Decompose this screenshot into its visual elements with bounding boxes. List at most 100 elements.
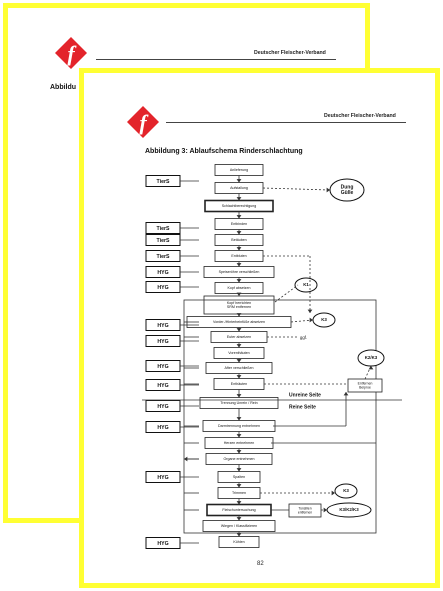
process-step-label: Herzen entnehmen (224, 441, 255, 445)
arrow-head (236, 215, 242, 219)
page-title: Abbildung 3: Ablaufschema Rinderschlacht… (145, 148, 303, 155)
side-process-label: Beiproe (359, 385, 371, 389)
control-point-oval (294, 277, 318, 293)
control-point-label: K3/K2/K3 (339, 507, 359, 512)
process-step-label: Trennung Unrein / Rein (220, 401, 257, 405)
zone-label-unclean: Unreine Seite (289, 392, 321, 398)
process-step-label: After verschließen (225, 366, 254, 370)
zone-label-clean: Reine Seite (289, 404, 316, 410)
arrow-head (368, 366, 374, 370)
svg-text:f: f (67, 41, 77, 66)
arrow-head (236, 434, 242, 438)
process-step-label: Fleischuntersuchung (222, 508, 255, 512)
arrow-head (307, 309, 313, 313)
process-step-label: Entbluten (231, 254, 246, 258)
slaughter-flow-diagram: AnlieferungAufstallungSchlachtberechtigu… (142, 164, 402, 549)
side-process-box (288, 503, 322, 518)
process-step-label: Trimmen (232, 491, 246, 495)
hazard-tag-label: HYG (157, 323, 168, 329)
page-header: Deutscher Fleischer-Verband (254, 50, 326, 56)
fleischer-logo-icon: f (127, 106, 159, 138)
hazard-tag-label: HYG (157, 383, 168, 389)
side-process-label: entfernen (298, 510, 312, 514)
process-step-label: Betäuben (231, 238, 246, 242)
header-rule (96, 59, 336, 60)
dashed-connector (262, 187, 331, 191)
fleischer-logo-icon: f (55, 37, 87, 69)
arrow-head (236, 197, 242, 201)
process-step-label: Vorder-/Hinterbeinfüße absetzen (213, 320, 265, 324)
arrow-head (309, 317, 313, 323)
side-process-label: Entfernen (358, 382, 373, 386)
page-title-fragment: Abbildu (50, 84, 77, 91)
hazard-tag-label: HYG (157, 270, 168, 276)
arrow-head (236, 517, 242, 521)
arrow-head (236, 450, 242, 454)
header-rule (166, 122, 406, 123)
arrow-head (323, 507, 327, 513)
arrow-head (331, 490, 335, 496)
hazard-tag-label: HYG (157, 364, 168, 370)
process-step-label: Schlachtberechtigung (222, 204, 257, 208)
control-point-oval (334, 483, 358, 499)
control-point-label: K3 (343, 488, 349, 493)
arrow-head (236, 179, 242, 183)
page-number: 82 (257, 561, 264, 567)
process-step-label: Kühlen (233, 540, 244, 544)
arrow-head (236, 344, 242, 348)
process-step-label: Kopf herrichten (227, 301, 251, 305)
arrow-head (236, 501, 242, 505)
hazard-tag-label: HYG (157, 475, 168, 481)
hazard-tag-label: HYG (157, 541, 168, 547)
arrow-head (184, 456, 188, 462)
control-point-label: Dung (341, 185, 354, 191)
arrow-head (236, 279, 242, 283)
arrow-head (236, 313, 242, 317)
arrow-head (236, 533, 242, 537)
arrow-head (236, 247, 242, 251)
arrow-head (236, 231, 242, 235)
process-step-label: Organe entnehmen (224, 457, 255, 461)
hazard-tag-label: TierS (157, 238, 170, 244)
arrow-head (236, 417, 242, 421)
process-step-label: Anlieferung (230, 168, 248, 172)
hazard-tag-label: HYG (157, 425, 168, 431)
arrow-head (343, 392, 349, 396)
svg-text:f: f (139, 110, 149, 135)
page-header: Deutscher Fleischer-Verband (324, 113, 396, 119)
arrow-head (236, 468, 242, 472)
process-step-label: Wiegen / Klassifizieren (221, 524, 257, 528)
arrow-head (236, 484, 242, 488)
arrow-head (236, 394, 242, 398)
hazard-tag-label: HYG (157, 404, 168, 410)
hazard-tag-label: HYG (157, 285, 168, 291)
arrow-head (236, 375, 242, 379)
process-step-label: Aufstallung (230, 186, 248, 190)
process-step-label: SRM entfernen (227, 305, 251, 309)
arrow-head (326, 187, 330, 193)
control-point-label: K3 (321, 317, 327, 322)
hazard-tag-label: HYG (157, 339, 168, 345)
process-step-label: Kopf absetzen (228, 286, 251, 290)
arrow-head (236, 292, 242, 296)
control-point-label: K2/K3 (365, 355, 378, 360)
reclaim-loop-frame (183, 299, 377, 534)
hazard-tag-label: TierS (157, 226, 170, 232)
arrow-head (236, 263, 242, 267)
front-document-page: f Deutscher Fleischer-Verband Abbildung … (79, 68, 440, 588)
process-step-label: Speiseröhre verschließen (219, 270, 260, 274)
dashed-connector (274, 284, 299, 303)
hazard-tag-label: TierS (157, 179, 170, 185)
side-note-label: ggf. (300, 335, 307, 340)
arrow-head (236, 328, 242, 332)
process-step-label: Enthäuten (231, 382, 247, 386)
side-process-label: Tonsillen (298, 507, 311, 511)
hazard-tag-label: TierS (157, 254, 170, 260)
arrow-head (236, 359, 242, 363)
process-step-label: Vorenthäuten (228, 351, 249, 355)
process-step-label: Entbinden (231, 222, 247, 226)
process-step-label: Euter absetzen (227, 335, 251, 339)
process-step-label: Darmtrennung entnehmen (218, 424, 260, 428)
process-step-label: Spalten (233, 475, 245, 479)
control-point-label: Gülle (341, 190, 354, 196)
